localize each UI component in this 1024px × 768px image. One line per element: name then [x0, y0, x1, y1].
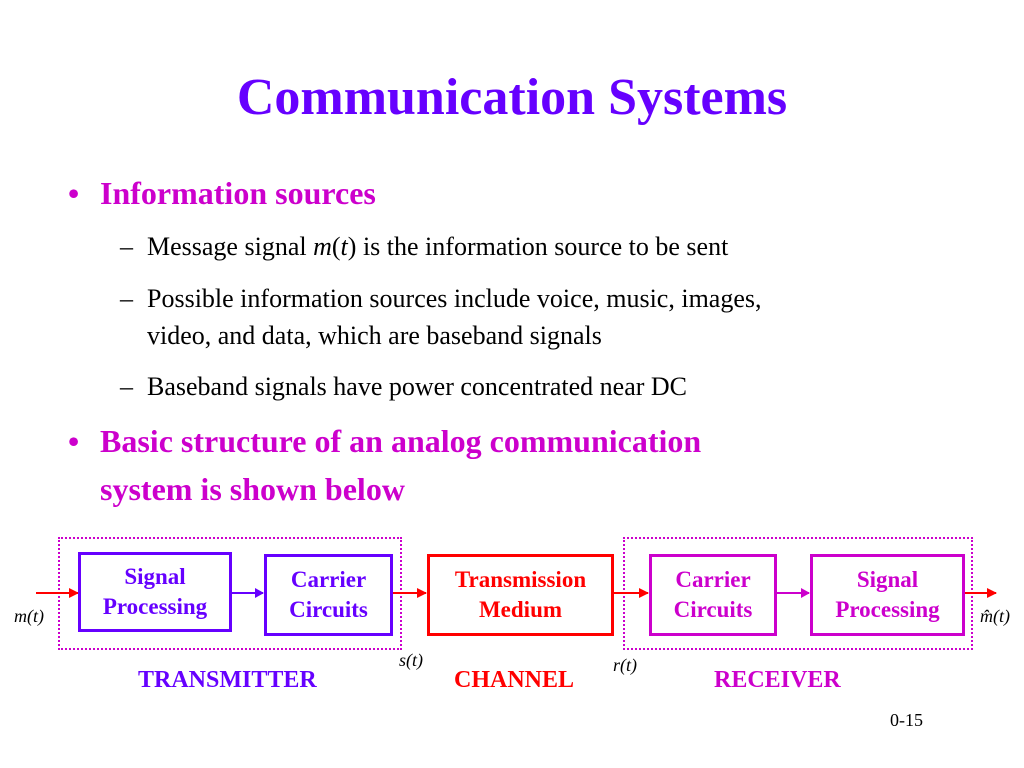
- paren-close: ): [347, 232, 357, 261]
- sub-item-text-line2: video, and data, which are baseband sign…: [147, 321, 602, 350]
- block-label-line1: Carrier: [290, 567, 367, 592]
- sub-item-possible-sources: – Possible information sources include v…: [120, 280, 1000, 354]
- block-label-line1: Transmission: [454, 567, 587, 592]
- sub-item-text: Baseband signals have power concentrated…: [147, 372, 688, 401]
- bullet-basic-structure: • Basic structure of an analog communica…: [68, 420, 928, 507]
- signal-label-received: r(t): [613, 655, 637, 675]
- signal-label-output: m̂(t): [980, 606, 1010, 626]
- tx-carrier-circuits-block: Carrier Circuits: [264, 554, 393, 636]
- page-number: 0-15: [890, 710, 923, 730]
- text-post: is the information source to be sent: [356, 232, 729, 261]
- block-label-line1: Signal: [856, 567, 919, 592]
- bullet-text-line2: system is shown below: [100, 471, 405, 507]
- sub-item-text: Message signal m(t) is the information s…: [147, 228, 728, 265]
- bullet-marker: •: [68, 175, 80, 211]
- section-label-receiver: RECEIVER: [714, 667, 841, 693]
- block-label-line1: Signal: [124, 564, 186, 589]
- sub-item-baseband: – Baseband signals have power concentrat…: [120, 368, 980, 405]
- text-pre: Message signal: [147, 232, 314, 261]
- dash-marker: –: [120, 284, 133, 313]
- rx-signal-processing-block: Signal Processing: [810, 554, 965, 636]
- dash-marker: –: [120, 232, 133, 261]
- sub-item-text-line1: Possible information sources include voi…: [147, 284, 762, 313]
- paren-open: (: [331, 232, 341, 261]
- slide-title: Communication Systems: [236, 69, 788, 126]
- sub-item-message-signal: – Message signal m(t) is the information…: [120, 228, 980, 265]
- rx-carrier-circuits-block: Carrier Circuits: [649, 554, 777, 636]
- var-m: m: [313, 232, 332, 261]
- bullet-marker: •: [68, 423, 80, 459]
- signal-label-transmitted: s(t): [399, 650, 423, 670]
- block-label-line2: Circuits: [289, 597, 368, 622]
- tx-signal-processing-block: Signal Processing: [78, 552, 232, 632]
- transmission-medium-block: Transmission Medium: [427, 554, 614, 636]
- block-label-line2: Medium: [478, 597, 563, 622]
- var-t: t: [340, 232, 348, 261]
- block-label-line2: Processing: [835, 597, 940, 622]
- bullet-information-sources: • Information sources: [68, 172, 868, 214]
- section-label-channel: CHANNEL: [454, 667, 575, 693]
- block-label-line1: Carrier: [675, 567, 751, 592]
- block-label-line2: Processing: [102, 594, 208, 619]
- arrow-tx-internal-head: [255, 588, 264, 598]
- block-label-line2: Circuits: [673, 597, 753, 622]
- section-label-transmitter: TRANSMITTER: [138, 667, 317, 693]
- dash-marker: –: [120, 372, 133, 401]
- bullet-text: Information sources: [100, 175, 376, 211]
- bullet-text-line1: Basic structure of an analog communicati…: [100, 423, 702, 459]
- arrow-rx-internal-head: [801, 588, 810, 598]
- signal-label-input: m(t): [14, 606, 44, 626]
